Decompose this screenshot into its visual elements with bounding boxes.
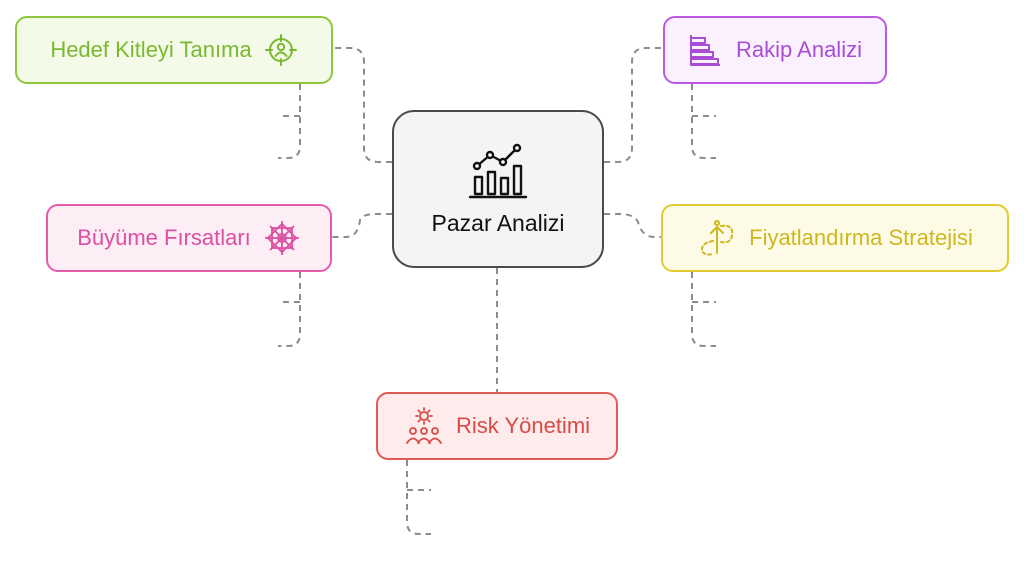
- subtree-stub-risk: [406, 460, 431, 535]
- pricing-arrow-icon: [697, 219, 737, 257]
- center-node-pazar-analizi[interactable]: Pazar Analizi: [392, 110, 604, 268]
- node-rakip-analizi[interactable]: Rakip Analizi: [663, 16, 887, 84]
- connector-center-buyume: [332, 213, 392, 238]
- node-label: Hedef Kitleyi Tanıma: [50, 37, 252, 62]
- risk-team-icon: [404, 407, 444, 445]
- subtree-stub-fiyat: [691, 272, 716, 347]
- subtree-stub-rakip: [691, 84, 716, 159]
- target-user-icon: [264, 33, 298, 67]
- subtree-stub-hedef: [278, 84, 301, 159]
- star-burst-icon: [263, 219, 301, 257]
- line-bar-chart-icon: [467, 142, 529, 200]
- node-label: Büyüme Fırsatları: [77, 225, 251, 250]
- subtree-stub-buyume: [278, 272, 301, 347]
- node-risk-yonetimi[interactable]: Risk Yönetimi: [376, 392, 618, 460]
- center-node-label: Pazar Analizi: [431, 209, 565, 236]
- connector-center-fiyat: [604, 213, 661, 238]
- connector-center-hedef: [333, 47, 392, 163]
- node-hedef-kitleyi-tanima[interactable]: Hedef Kitleyi Tanıma: [15, 16, 333, 84]
- node-label: Fiyatlandırma Stratejisi: [749, 225, 973, 250]
- node-buyume-firsatlari[interactable]: Büyüme Fırsatları: [46, 204, 332, 272]
- bar-list-icon: [688, 33, 722, 67]
- node-label: Rakip Analizi: [736, 37, 862, 62]
- node-label: Risk Yönetimi: [455, 413, 591, 438]
- node-fiyatlandirma-stratejisi[interactable]: Fiyatlandırma Stratejisi: [661, 204, 1009, 272]
- connector-center-rakip: [604, 47, 663, 163]
